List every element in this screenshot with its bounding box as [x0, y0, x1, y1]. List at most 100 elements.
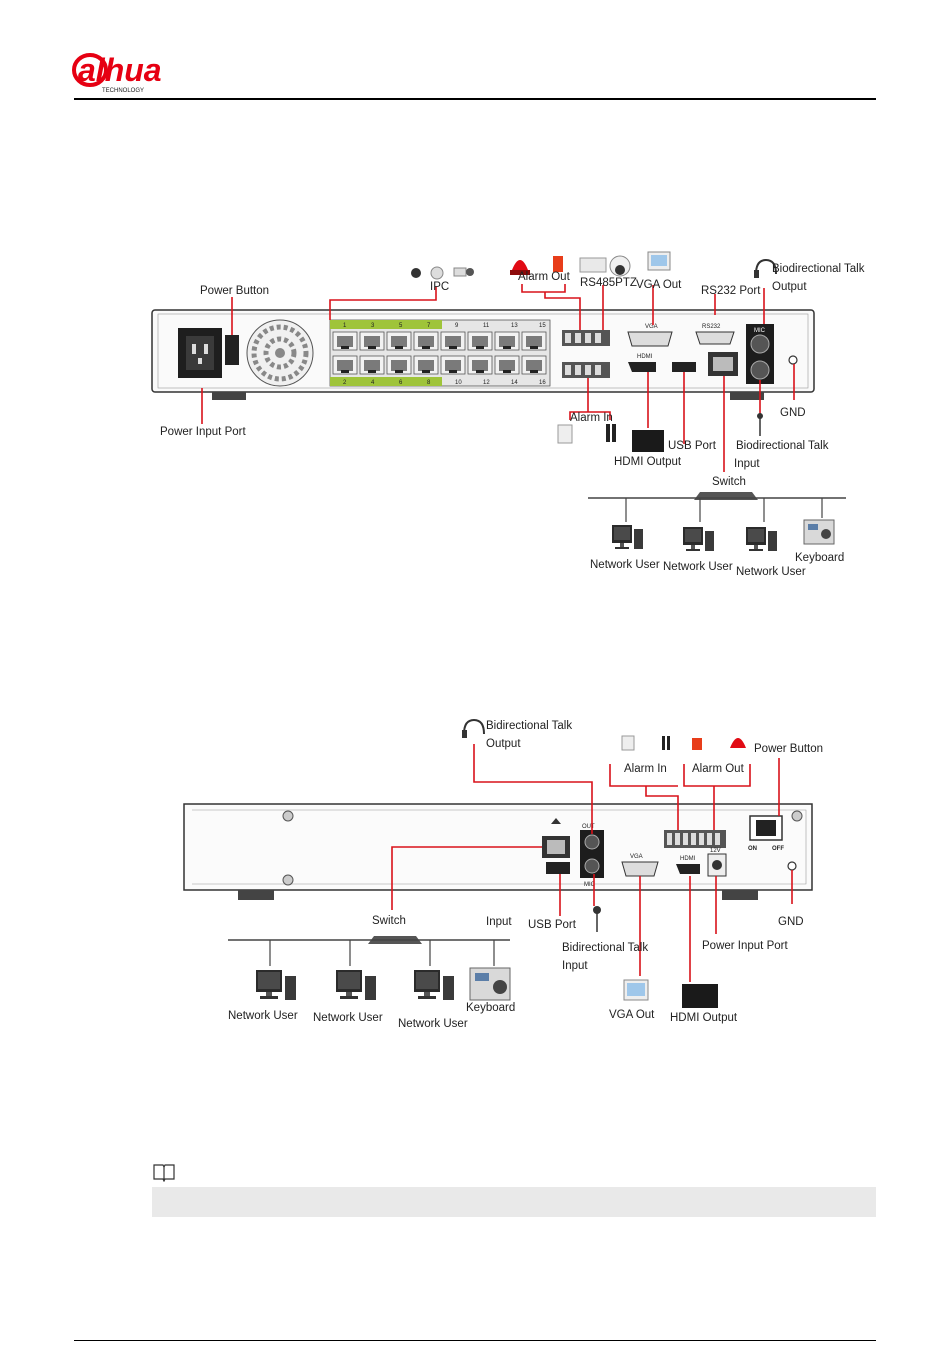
label-talk-input-line2: Input — [562, 960, 588, 972]
label-gnd: GND — [780, 407, 806, 419]
label-talk-input: Bidirectional Talk — [562, 942, 648, 954]
note-book-icon — [153, 1164, 175, 1182]
poe-port-label: 5 — [399, 323, 403, 329]
poe-port-label: 12 — [483, 380, 490, 386]
mic-icon — [593, 906, 601, 932]
gnd-terminal — [787, 861, 797, 871]
network-user-computer-icon — [683, 527, 714, 551]
label-rs485ptz: RS485PTZ — [580, 277, 637, 289]
poe-port-label: 16 — [539, 380, 546, 386]
label-vga-out: VGA Out — [636, 279, 682, 291]
audio-ports: MIC — [746, 324, 774, 384]
poe-port — [386, 355, 412, 375]
label-network-user-1: Network User — [590, 559, 660, 571]
logo-wordmark: alhua — [78, 52, 162, 88]
label-hdmi-output: HDMI Output — [670, 1012, 738, 1024]
power-button: ON OFF — [748, 815, 784, 852]
network-port — [542, 818, 570, 858]
label-power-button: Power Button — [754, 743, 823, 755]
svg-text:MIC: MIC — [754, 328, 766, 334]
label-network-user-3: Network User — [398, 1018, 468, 1030]
poe-port — [494, 355, 520, 375]
label-talk-output: Bidirectional Talk — [486, 720, 572, 732]
label-power-input-port: Power Input Port — [160, 426, 246, 438]
label-switch: Switch — [372, 915, 406, 927]
svg-text:HDMI: HDMI — [680, 856, 696, 862]
poe-port-label: 1 — [343, 323, 347, 329]
ptz-camera-icons — [579, 255, 631, 277]
label-input: Input — [486, 916, 512, 928]
leader-lines — [201, 284, 795, 472]
svg-text:RS232: RS232 — [702, 324, 721, 330]
hdmi-monitor-icon — [632, 430, 664, 452]
svg-text:VGA: VGA — [630, 854, 643, 860]
poe-port — [494, 331, 520, 351]
svg-text:ON: ON — [748, 846, 757, 852]
poe-port — [440, 355, 466, 375]
poe-port-label: 3 — [371, 323, 375, 329]
headset-icon — [462, 718, 485, 738]
headset-icon — [754, 258, 777, 278]
poe-port — [332, 355, 358, 375]
svg-text:MIC: MIC — [584, 882, 596, 888]
label-network-user-2: Network User — [313, 1012, 383, 1024]
vga-port: VGA — [621, 854, 659, 877]
poe-port — [521, 355, 547, 375]
network-user-computer-icon — [414, 970, 454, 1000]
logo-tagline: TECHNOLOGY — [102, 88, 144, 94]
alarm-siren-icon — [730, 738, 746, 748]
smoke-sensor-icon — [557, 424, 573, 444]
label-talk-output-line2: Output — [772, 281, 807, 293]
gnd-terminal — [788, 355, 798, 365]
network-user-computer-icon — [746, 527, 777, 551]
svg-text:HDMI: HDMI — [637, 354, 653, 360]
label-ipc: IPC — [430, 281, 449, 293]
page-header: alhua TECHNOLOGY — [0, 0, 950, 100]
label-network-user-1: Network User — [228, 1010, 298, 1022]
dahua-logo: alhua TECHNOLOGY — [72, 52, 162, 94]
rs232-port: RS232 — [695, 324, 735, 345]
poe-port — [413, 331, 439, 351]
svg-text:OUT: OUT — [582, 824, 595, 830]
alarm-terminal-block — [562, 330, 610, 378]
network-switch-icon — [694, 492, 758, 500]
label-talk-input: Biodirectional Talk — [736, 440, 829, 452]
power-input-port — [178, 328, 222, 378]
poe-port-label: 4 — [371, 380, 375, 386]
poe-port — [359, 331, 385, 351]
vga-monitor-icon — [623, 979, 649, 1001]
poe-port — [359, 355, 385, 375]
vga-port: VGA — [627, 324, 673, 347]
svg-text:VGA: VGA — [645, 324, 658, 330]
label-hdmi-output: HDMI Output — [614, 456, 682, 468]
label-power-button: Power Button — [200, 285, 269, 297]
label-alarm-in: Alarm In — [624, 763, 667, 775]
label-network-user-2: Network User — [663, 561, 733, 573]
label-keyboard: Keyboard — [795, 552, 844, 564]
poe-port-label: 14 — [511, 380, 518, 386]
label-network-user-3: Network User — [736, 566, 806, 578]
label-usb-port: USB Port — [528, 919, 577, 931]
label-alarm-out: Alarm Out — [692, 763, 745, 775]
header-rule — [74, 98, 876, 100]
alarm-siren-icons — [510, 256, 563, 275]
vga-monitor-icon — [647, 251, 671, 271]
poe-port-label: 8 — [427, 380, 431, 386]
poe-port-label: 6 — [399, 380, 403, 386]
poe-port-label: 2 — [343, 380, 347, 386]
keyboard-controller-icon — [803, 519, 835, 545]
power-button — [225, 335, 239, 365]
alarm-terminal-block — [664, 830, 726, 848]
smoke-sensor-icon — [621, 735, 635, 751]
poe-port-label: 9 — [455, 323, 459, 329]
poe-port-label: 10 — [455, 380, 462, 386]
poe-port-block — [329, 319, 551, 387]
door-sensor-icon — [606, 424, 610, 442]
poe-port — [332, 331, 358, 351]
hdmi-port: HDMI — [676, 856, 700, 874]
note-box — [152, 1187, 876, 1217]
footer-rule — [74, 1340, 876, 1341]
poe-port — [521, 331, 547, 351]
label-alarm-out: Alarm Out — [518, 271, 571, 283]
